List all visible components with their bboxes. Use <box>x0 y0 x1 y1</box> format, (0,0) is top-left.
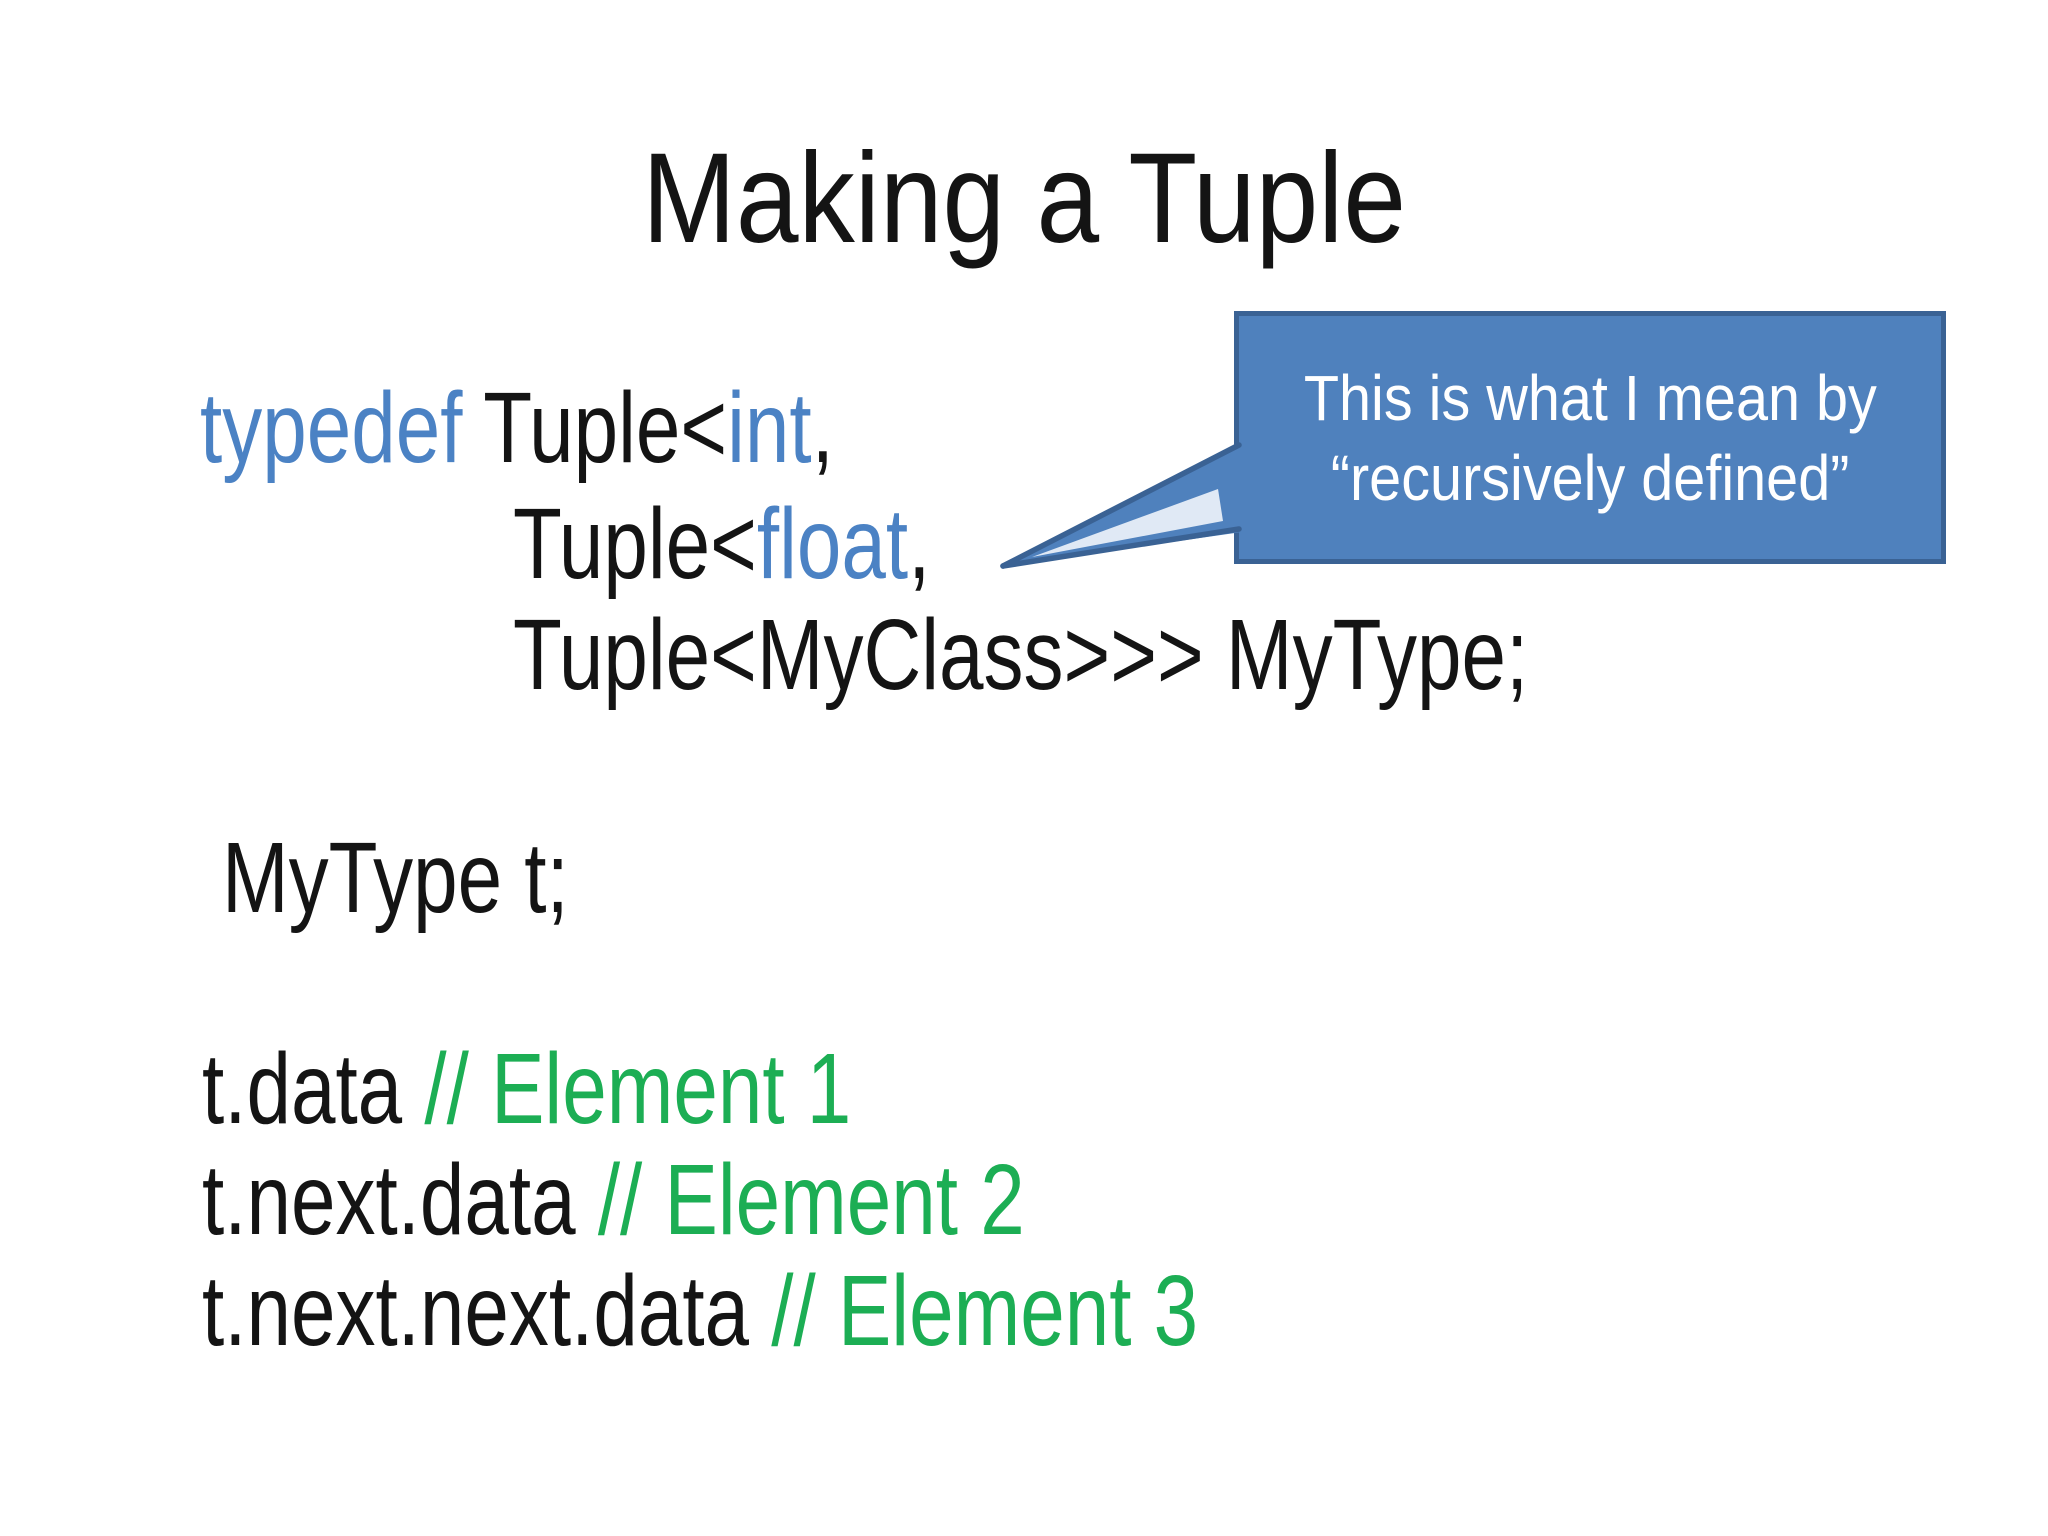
code-text: t.next.data <box>202 1144 598 1256</box>
callout-bubble: This is what I mean by “recursively defi… <box>1234 311 1946 564</box>
callout-text-line-2: “recursively defined” <box>1330 441 1850 514</box>
code-text: MyType t; <box>222 822 569 934</box>
code-text: t.next.next.data <box>202 1255 772 1367</box>
type-float: float <box>756 488 909 600</box>
type-int: int <box>727 372 812 484</box>
code-line-access-3: t.next.next.data // Element 3 <box>202 1261 1198 1361</box>
code-text: t.data <box>202 1033 425 1145</box>
callout-text-line-1: This is what I mean by <box>1303 361 1877 434</box>
code-text: Tuple< <box>462 372 728 484</box>
code-text: Tuple< <box>513 488 757 600</box>
slide-title: Making a Tuple <box>0 135 2048 263</box>
code-line-tuple-myclass: Tuple<MyClass>>> MyType; <box>513 605 1528 705</box>
slide-title-text: Making a Tuple <box>642 127 1406 270</box>
code-line-access-1: t.data // Element 1 <box>202 1039 851 1139</box>
code-comment: // Element 1 <box>424 1033 852 1145</box>
code-comma: , <box>811 372 834 484</box>
code-line-typedef: typedef Tuple<int, <box>200 378 834 478</box>
keyword-typedef: typedef <box>200 372 463 484</box>
code-line-tuple-float: Tuple<float, <box>513 494 930 594</box>
code-line-access-2: t.next.data // Element 2 <box>202 1150 1025 1250</box>
code-comment: // Element 3 <box>771 1255 1199 1367</box>
code-line-declaration: MyType t; <box>222 828 569 928</box>
code-text: Tuple<MyClass>>> MyType; <box>513 599 1529 711</box>
code-comma: , <box>908 488 931 600</box>
code-comment: // Element 2 <box>597 1144 1025 1256</box>
